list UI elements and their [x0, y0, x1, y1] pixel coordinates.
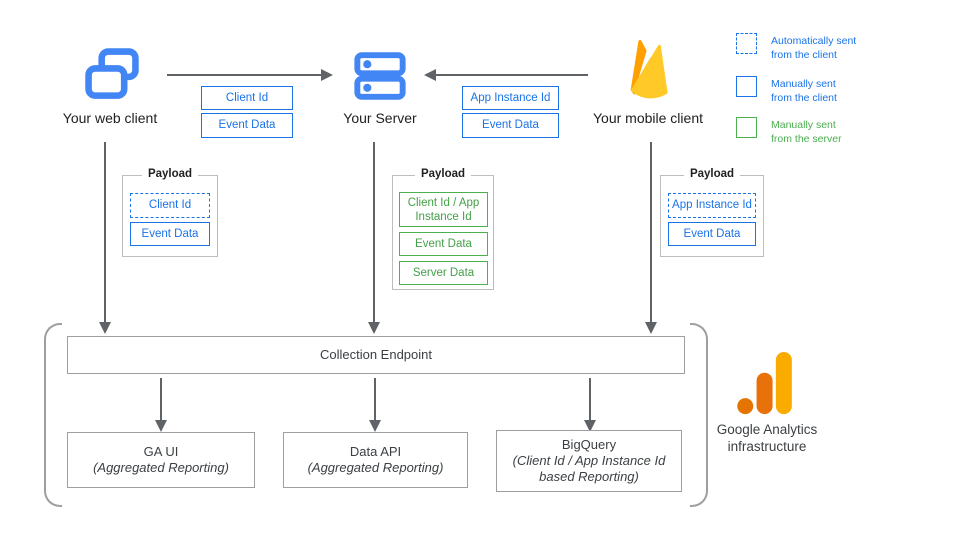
legend-line: from the server — [771, 132, 842, 145]
output-title: Data API — [349, 444, 402, 459]
tag-client-id: Client Id — [201, 86, 293, 110]
server-label: Your Server — [343, 110, 417, 126]
legend-item-manual-client: Manually sent from the client — [771, 78, 901, 105]
payload-web: Payload Client Id Event Data — [122, 168, 218, 257]
mobile-client-label: Your mobile client — [593, 110, 703, 126]
web-client-label: Your web client — [62, 110, 158, 126]
arrow-endpoint-to-bigquery-line — [589, 378, 591, 422]
web-client-icon — [82, 44, 142, 106]
arrow-endpoint-to-ga-ui-head-icon — [155, 420, 167, 432]
output-box-ga-ui: GA UI (Aggregated Reporting) — [67, 432, 255, 488]
arrow-endpoint-to-bigquery-head-icon — [584, 420, 596, 432]
arrow-server-down-head-icon — [368, 322, 380, 334]
arrow-mobile-to-server-head-icon — [424, 69, 436, 81]
arrow-endpoint-to-data-api-line — [374, 378, 376, 422]
server-icon — [351, 47, 409, 105]
output-subtitle: (Aggregated Reporting) — [93, 460, 229, 475]
payload-mobile-title: Payload — [683, 168, 741, 180]
legend-line: Manually sent — [771, 119, 836, 131]
legend-item-auto-client: Automatically sent from the client — [771, 35, 901, 62]
legend-item-manual-server: Manually sent from the server — [771, 119, 901, 146]
legend-line: Automatically sent — [771, 35, 857, 47]
firebase-flame-icon — [622, 38, 674, 102]
payload-web-title: Payload — [141, 168, 199, 180]
google-analytics-logo-icon — [737, 352, 794, 416]
output-title: GA UI — [143, 444, 179, 459]
payload-server-ids: Client Id / App Instance Id — [399, 192, 488, 227]
arrow-web-to-server-head-icon — [321, 69, 333, 81]
bracket-right-icon — [690, 323, 708, 507]
ga-infrastructure-line: infrastructure — [727, 439, 807, 454]
payload-mobile-app-instance-id: App Instance Id — [668, 193, 756, 218]
output-box-data-api: Data API (Aggregated Reporting) — [283, 432, 468, 488]
payload-server-title: Payload — [414, 168, 472, 180]
legend-line: from the client — [771, 91, 837, 104]
tag-app-instance-id: App Instance Id — [462, 86, 559, 110]
output-title: BigQuery — [561, 437, 617, 452]
legend-swatch-solid-blue — [736, 76, 757, 97]
arrow-web-down-line — [104, 142, 106, 322]
collection-endpoint-label: Collection Endpoint — [319, 347, 433, 362]
payload-web-event-data: Event Data — [130, 222, 210, 246]
arrow-mobile-down-head-icon — [645, 322, 657, 334]
payload-server-event-data: Event Data — [399, 232, 488, 256]
collection-endpoint-box: Collection Endpoint — [67, 336, 685, 374]
legend-line: from the client — [771, 48, 837, 61]
payload-mobile-event-data: Event Data — [668, 222, 756, 246]
output-subtitle: (Client Id / App Instance Id based Repor… — [512, 453, 666, 484]
ga-infrastructure-label: Google Analytics infrastructure — [692, 421, 842, 455]
payload-server-server-data: Server Data — [399, 261, 488, 285]
ga-infrastructure-line: Google Analytics — [716, 422, 818, 437]
bracket-left-icon — [44, 323, 62, 507]
arrow-endpoint-to-ga-ui-line — [160, 378, 162, 422]
arrow-endpoint-to-data-api-head-icon — [369, 420, 381, 432]
tag-event-data-mobile: Event Data — [462, 113, 559, 138]
arrow-mobile-to-server-line — [436, 74, 588, 76]
arrow-web-down-head-icon — [99, 322, 111, 334]
legend-swatch-dashed-blue — [736, 33, 757, 54]
arrow-server-down-line — [373, 142, 375, 322]
arrow-mobile-down-line — [650, 142, 652, 322]
arrow-web-to-server-line — [167, 74, 323, 76]
output-box-bigquery: BigQuery (Client Id / App Instance Id ba… — [496, 430, 682, 492]
payload-server: Payload Client Id / App Instance Id Even… — [392, 168, 494, 290]
legend-swatch-solid-green — [736, 117, 757, 138]
legend-line: Manually sent — [771, 78, 836, 90]
tag-event-data-web: Event Data — [201, 113, 293, 138]
output-subtitle: (Aggregated Reporting) — [307, 460, 444, 475]
payload-mobile: Payload App Instance Id Event Data — [660, 168, 764, 257]
payload-web-client-id: Client Id — [130, 193, 210, 218]
